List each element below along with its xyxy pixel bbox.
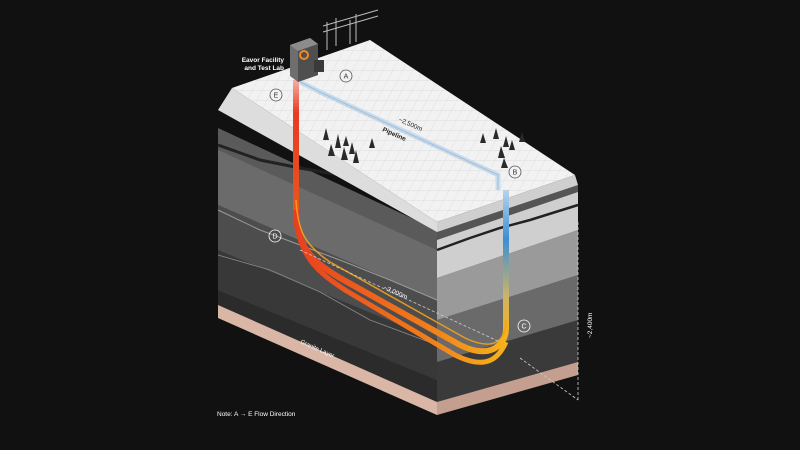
marker-e: E (270, 89, 282, 101)
depth-label: ~2,400m (587, 313, 594, 338)
return-well (503, 190, 509, 330)
svg-text:E: E (274, 92, 279, 99)
facility-label-line1: Eavor Facility (242, 57, 285, 64)
svg-text:D: D (272, 233, 277, 240)
flow-direction-note: Note: A → E Flow Direction (217, 411, 296, 418)
svg-text:C: C (521, 323, 526, 330)
facility-label-line2: and Test Lab (244, 65, 284, 72)
svg-text:B: B (513, 169, 518, 176)
injection-well (293, 80, 299, 210)
marker-b: B (509, 166, 521, 178)
svg-text:A: A (344, 73, 349, 80)
marker-a: A (340, 70, 352, 82)
